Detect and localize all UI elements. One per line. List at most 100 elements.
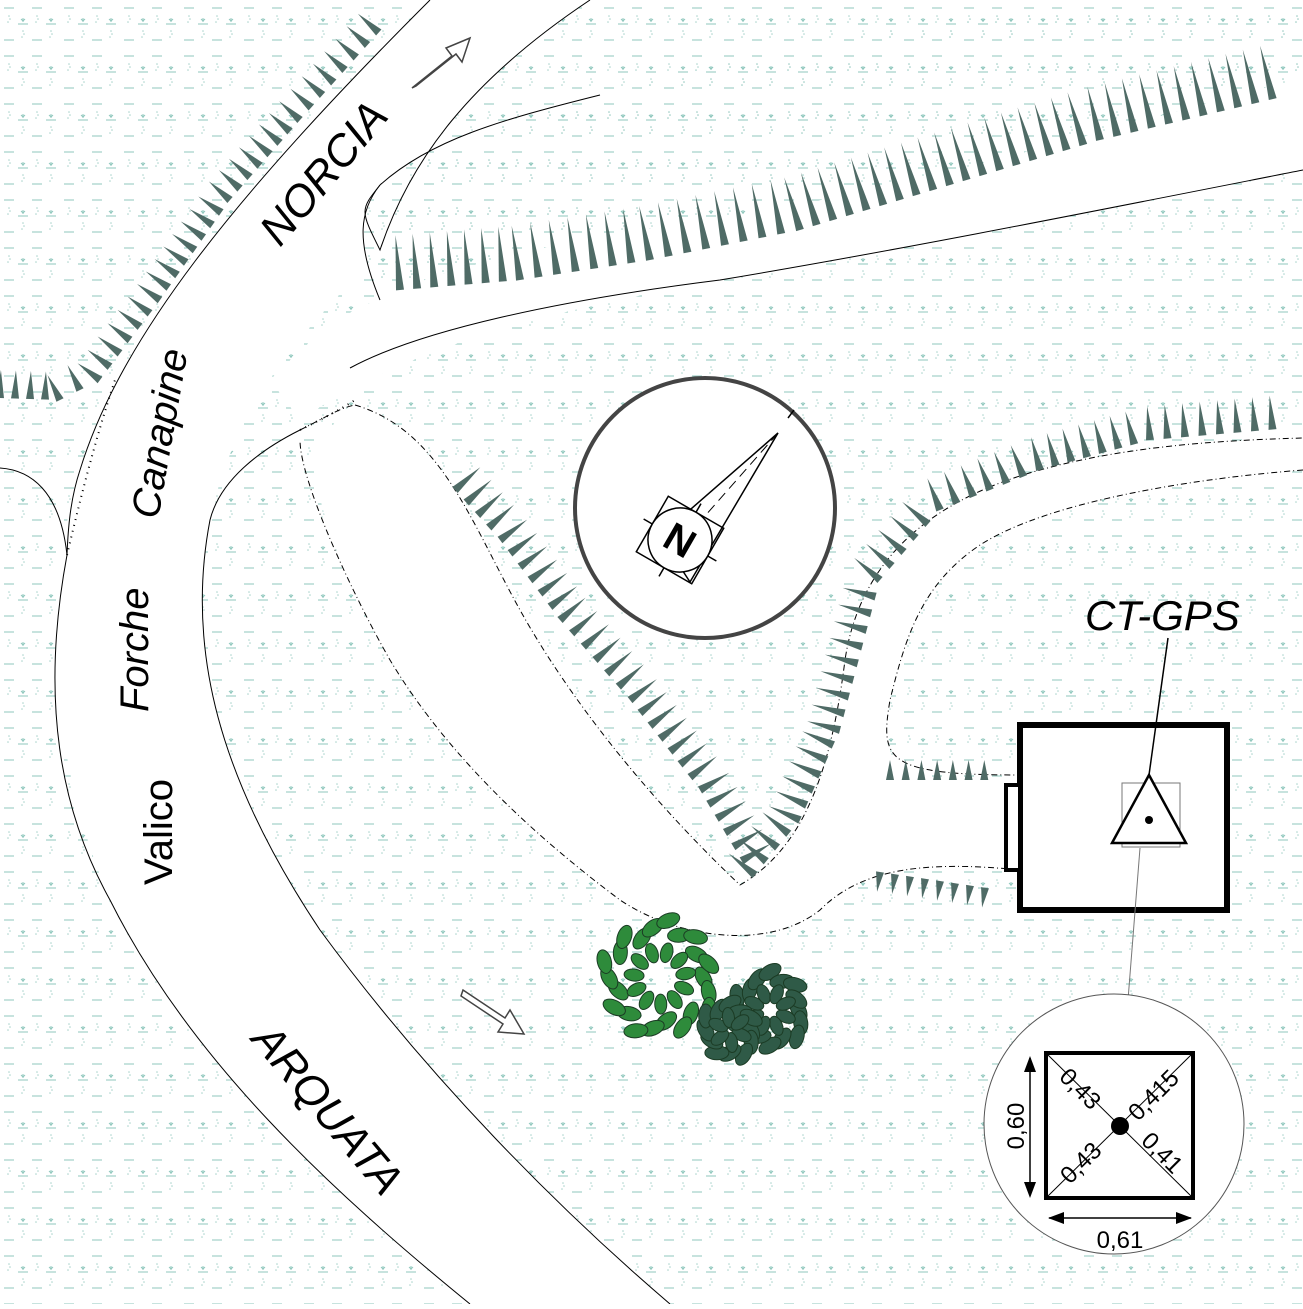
escarpment-tick bbox=[585, 214, 599, 270]
escarpment-tick bbox=[800, 172, 821, 227]
escarpment-tick bbox=[917, 760, 926, 780]
escarpment-tick bbox=[11, 370, 19, 399]
escarpment-tick bbox=[507, 532, 538, 557]
escarpment-tick bbox=[198, 196, 224, 216]
shrub-leaf bbox=[698, 953, 720, 974]
escarpment-tick bbox=[463, 479, 492, 506]
escarpment-tick bbox=[1017, 107, 1038, 162]
escarpment-tick bbox=[557, 597, 586, 624]
escarpment-tick bbox=[980, 760, 989, 780]
escarpment-tick bbox=[497, 519, 528, 544]
escarpment-tick bbox=[1146, 406, 1154, 441]
escarpment-tick bbox=[1034, 102, 1054, 157]
escarpment-tick bbox=[290, 88, 314, 111]
escarpment-tick bbox=[1198, 401, 1207, 436]
escarpment-tick bbox=[927, 478, 944, 512]
shrub-leaf bbox=[769, 1015, 784, 1036]
escarpment-tick bbox=[1125, 411, 1139, 446]
escarpment-tick bbox=[357, 13, 382, 36]
shrub-leaf bbox=[673, 1016, 693, 1039]
escarpment-tick bbox=[739, 839, 769, 865]
dim-width: 0,61 bbox=[1097, 1227, 1144, 1254]
escarpment-tick bbox=[782, 776, 815, 794]
escarpment-tick bbox=[901, 760, 910, 780]
escarpment-tick bbox=[464, 229, 473, 285]
escarpment-tick bbox=[977, 458, 994, 492]
shrub-leaf bbox=[724, 1032, 739, 1053]
escarpment-tick bbox=[481, 228, 490, 284]
escarpment-tick bbox=[637, 691, 667, 717]
escarpment-tick bbox=[1093, 420, 1107, 454]
escarpment-tick bbox=[1233, 398, 1242, 433]
escarpment-tick bbox=[567, 217, 580, 273]
escarpment-tick bbox=[816, 687, 850, 701]
escarpment-tick bbox=[117, 309, 143, 330]
gps-marker bbox=[1109, 772, 1189, 845]
escarpment-tick bbox=[1173, 66, 1191, 121]
shrub-leaf bbox=[670, 951, 689, 969]
shrub-leaf bbox=[674, 980, 695, 996]
escarpment-tick bbox=[312, 63, 337, 86]
shrub-leaf bbox=[675, 966, 697, 981]
escarpment-tick bbox=[966, 884, 974, 906]
shrub-leaf bbox=[654, 993, 668, 1015]
escarpment-tick bbox=[838, 604, 873, 618]
escarpment-tick bbox=[751, 183, 767, 239]
escarpment-tick bbox=[486, 504, 515, 531]
escarpment-tick bbox=[732, 187, 748, 243]
escarpment-tick bbox=[890, 515, 919, 542]
escarpment-tick bbox=[768, 806, 802, 824]
escarpment-tick bbox=[981, 887, 989, 908]
escarpment-tick bbox=[695, 194, 711, 250]
arrow-to-arquata bbox=[460, 988, 526, 1035]
escarpment-tick bbox=[474, 492, 503, 518]
escarpment-tick bbox=[657, 717, 687, 742]
escarpment-tick bbox=[530, 222, 543, 278]
shrub-leaf bbox=[644, 942, 659, 964]
escarpment-tick bbox=[936, 880, 944, 901]
escarpment-tick bbox=[604, 650, 633, 677]
escarpment-tick bbox=[548, 219, 562, 275]
escarpment-tick bbox=[934, 132, 954, 187]
escarpment-tick bbox=[1156, 70, 1173, 125]
escarpment-tick bbox=[948, 760, 957, 780]
escarpment-tick bbox=[824, 654, 859, 668]
escarpment-tick bbox=[867, 152, 888, 207]
escarpment-tick bbox=[145, 271, 172, 291]
escarpment-tick bbox=[615, 664, 644, 690]
escarpment-tick bbox=[238, 147, 263, 169]
escarpment-tick bbox=[1268, 395, 1277, 430]
escarpment-tick bbox=[762, 812, 792, 837]
shrub-leaf bbox=[659, 942, 674, 964]
escarpment-tick bbox=[817, 167, 838, 222]
escarpment-tick bbox=[891, 873, 899, 895]
escarpment-tick bbox=[429, 232, 439, 288]
escarpment-tick bbox=[1225, 53, 1243, 109]
escarpment-tick bbox=[964, 760, 973, 780]
escarpment-tick bbox=[107, 323, 133, 344]
escarpment-tick bbox=[268, 112, 293, 135]
escarpment-tick bbox=[647, 704, 677, 729]
escarpment-tick bbox=[87, 349, 113, 370]
pass-word-forche: Forche bbox=[113, 588, 157, 713]
escarpment-tick bbox=[687, 756, 717, 781]
escarpment-tick bbox=[527, 559, 558, 584]
station-label: CT-GPS bbox=[1085, 592, 1240, 639]
escarpment-tick bbox=[41, 371, 49, 400]
escarpment-tick bbox=[498, 226, 507, 282]
escarpment-tick bbox=[623, 208, 636, 264]
shrub-leaf bbox=[756, 984, 771, 1005]
escarpment-tick bbox=[697, 772, 730, 794]
escarpment-tick bbox=[412, 233, 422, 289]
escarpment-tick bbox=[517, 546, 548, 570]
escarpment-tick bbox=[722, 815, 755, 836]
escarpment-tick bbox=[627, 679, 657, 704]
shrub-leaf bbox=[769, 984, 784, 1005]
dim-height: 0,60 bbox=[1003, 1103, 1030, 1150]
escarpment-tick bbox=[728, 853, 758, 879]
shrub-leaf bbox=[596, 949, 613, 974]
shrub-leaf bbox=[616, 924, 633, 949]
shrub-leaf bbox=[775, 1009, 796, 1024]
escarpment-tick bbox=[1139, 74, 1156, 129]
